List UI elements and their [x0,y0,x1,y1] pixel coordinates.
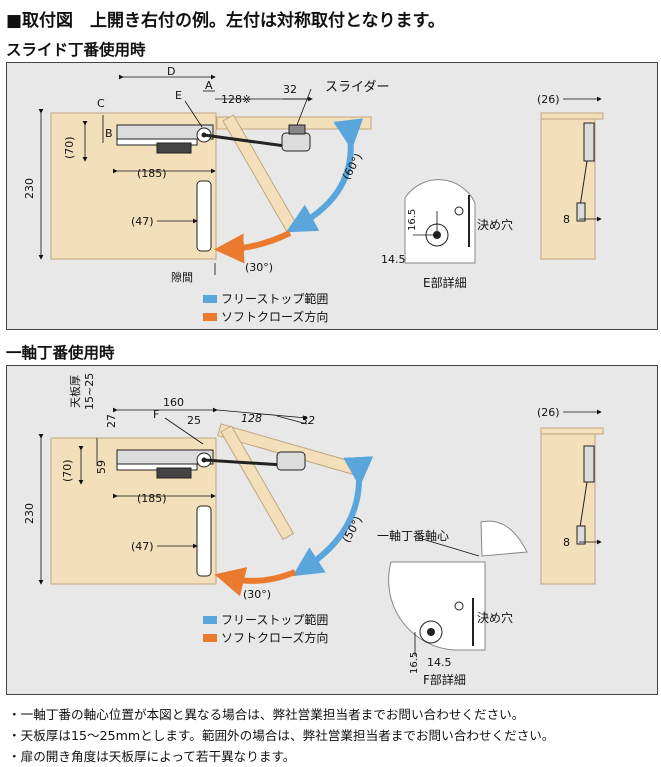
section-heading-single-axis-hinge: 一軸丁番使用時 [6,344,115,362]
free-stop-range-arrow [292,456,374,577]
section-heading-slide-hinge: スライド丁番使用時 [6,41,146,59]
side-dim-8: 8 [563,213,570,226]
callout-f: F [153,408,159,421]
detail-hole-label: 決め穴 [477,610,513,625]
single-axis-hinge-diagram-panel: 天板厚 15~25 160 F 25 128 32 27 59 (70) (18… [6,365,658,695]
dim-32: 32 [301,414,315,427]
gap-label: 隙間 [171,270,193,284]
side-view-stay [576,122,595,222]
notes-list: ・一軸丁番の軸心位置が本図と異なる場合は、弊社営業担当者までお問い合わせください… [8,704,554,767]
dim-47: (47) [131,215,154,228]
angle-soft-close: (30°) [243,588,271,601]
dim-47: (47) [131,540,154,553]
note-item: ・天板厚は15～25mmとします。範囲外の場合は、弊社営業担当者までお問い合わせ… [8,728,555,743]
detail-dim-14-5: 14.5 [381,253,406,266]
dim-128: 128※ [221,93,251,106]
dim-25: 25 [187,414,201,427]
soft-close-direction-arrow [214,230,292,264]
soft-close-direction-arrow [214,567,297,597]
note-item: ・一軸丁番の軸心位置が本図と異なる場合は、弊社営業担当者までお問い合わせください… [8,707,525,722]
callout-e: E [175,89,182,102]
angle-free-stop: (60°) [340,151,365,182]
slider-label: スライダー [325,80,389,95]
legend-swatch-free-stop [203,295,217,303]
dim-b: B [105,127,113,140]
detail-e-title: E部詳細 [423,275,467,290]
dim-230: 230 [23,503,36,524]
stay-mechanism-single-axis [116,449,306,577]
legend-label-free-stop: フリーストップ範囲 [221,612,328,627]
dim-230: 230 [23,178,36,199]
side-dim-8: 8 [563,536,570,549]
legend-swatch-soft-close [203,313,217,321]
single-axis-hinge-fan [480,520,528,557]
legend-swatch-soft-close [203,634,217,642]
legend-label-soft-close: ソフトクローズ方向 [221,630,328,645]
dim-d: D [167,65,175,78]
side-view-top-board [540,427,604,435]
opened-door [220,425,295,541]
slide-hinge-diagram-panel: D E A 128※ 32 スライダー C B (70) (185) 230 (… [6,62,658,330]
legend-label-soft-close: ソフトクローズ方向 [221,309,328,324]
detail-f-view [388,561,486,656]
dim-c: C [97,97,105,110]
dim-32: 32 [283,83,297,96]
side-view-top-board [540,112,604,120]
dim-70: (70) [61,459,74,482]
detail-e-view [404,179,476,264]
side-dim-26: (26) [537,93,560,106]
detail-dim-16-5: 16.5 [409,652,420,674]
axis-center-label: 一軸丁番軸心 [377,529,449,543]
detail-dim-14-5: 14.5 [427,656,452,669]
dim-160: 160 [163,396,184,409]
dim-27: 27 [105,414,118,428]
top-thickness-label: 天板厚 [68,375,82,408]
free-stop-range-arrow [285,118,364,233]
dim-185: (185) [137,492,167,505]
side-view-stay [576,445,595,545]
detail-dim-16-5: 16.5 [407,209,418,231]
page-title: ■取付図 上開き右付の例。左付は対称取付となります。 [6,11,445,31]
dim-128: 128 [241,412,262,425]
angle-soft-close: (30°) [245,261,273,274]
dim-185: (185) [137,167,167,180]
detail-hole-label: 決め穴 [477,217,513,232]
top-thickness-range: 15~25 [83,373,96,410]
dim-a: A [205,79,213,92]
side-dim-26: (26) [537,406,560,419]
dim-70: (70) [63,136,76,159]
dim-59: 59 [95,460,108,474]
legend-label-free-stop: フリーストップ範囲 [221,291,328,306]
note-item: ・扉の開き角度は天板厚によって若干異なります。 [8,749,296,764]
detail-f-title: F部詳細 [423,672,466,687]
legend-swatch-free-stop [203,616,217,624]
